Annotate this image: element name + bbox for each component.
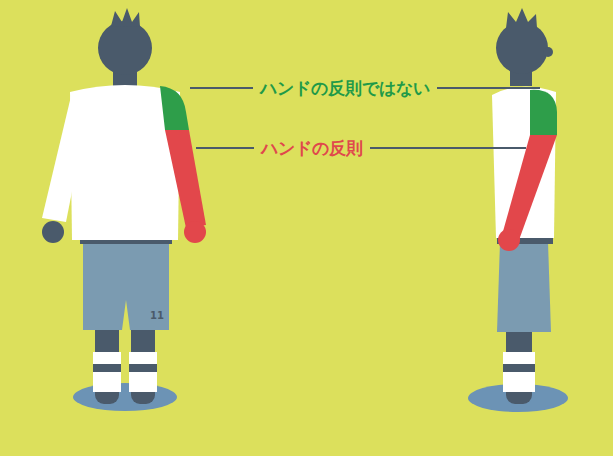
sock [129, 352, 157, 392]
shoulder-zone [530, 90, 557, 135]
nose [543, 47, 553, 57]
arm-zone [165, 130, 206, 228]
hand [42, 221, 64, 243]
callout-label: ハンドの反則ではない [260, 78, 430, 98]
callout-label: ハンドの反則 [261, 138, 363, 158]
sock-band [93, 364, 121, 372]
hair [111, 8, 140, 27]
hand [498, 229, 520, 251]
hair [506, 8, 537, 28]
sock [503, 352, 535, 392]
hand [184, 221, 206, 243]
leader-line [190, 87, 253, 89]
shoulder-zone [160, 86, 189, 130]
arm-zone [502, 135, 557, 240]
head [98, 21, 152, 75]
sock-band [129, 364, 157, 372]
sock-band [503, 364, 535, 372]
shorts [497, 242, 551, 332]
leader-line [196, 147, 254, 149]
shadow [73, 383, 177, 411]
head [496, 22, 548, 74]
shorts [83, 242, 169, 330]
shirt-number: 11 [150, 311, 164, 321]
sock [93, 352, 121, 392]
leader-line [370, 147, 526, 149]
leader-line [437, 87, 540, 89]
